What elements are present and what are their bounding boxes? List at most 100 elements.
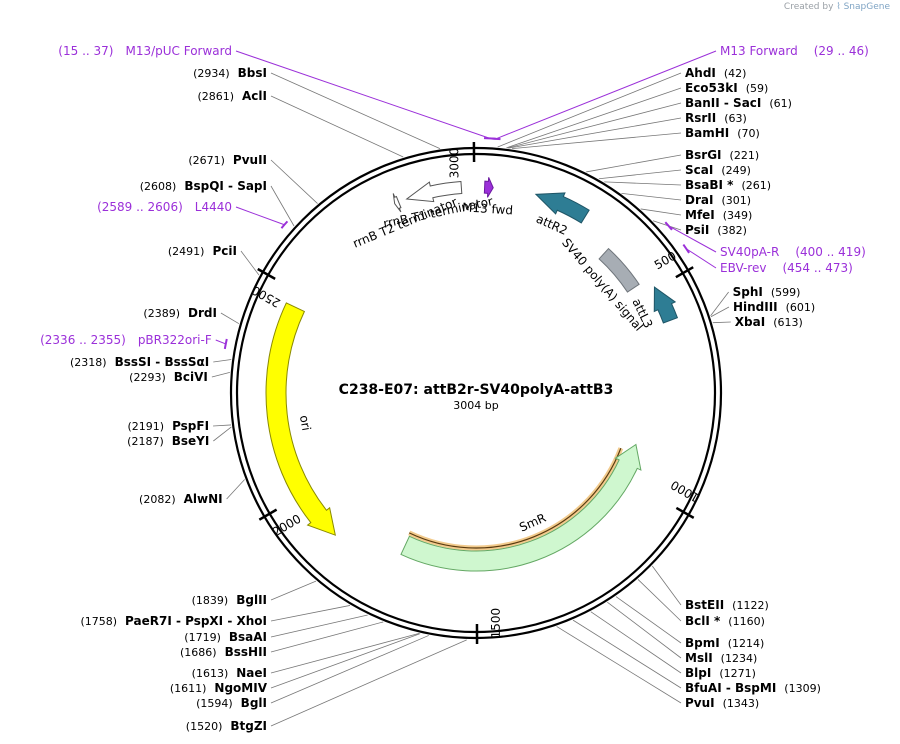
site-pspfi[interactable]: PspFI(2191)	[128, 419, 232, 433]
site-leader	[556, 626, 682, 704]
site-bamhi[interactable]: BamHI(70)	[511, 126, 760, 150]
feature-arrow	[400, 443, 642, 572]
snapgene-logo-icon: ⌇	[836, 2, 841, 12]
site-bsrgi[interactable]: BsrGI(221)	[586, 148, 759, 173]
site-name: BsaAI	[229, 630, 267, 644]
site-drai[interactable]: DraI(301)	[621, 192, 751, 207]
site-pcii[interactable]: PciI(2491)	[168, 244, 260, 276]
site-bfuai[interactable]: BfuAI - BspMI(1309)	[572, 619, 821, 695]
site-name: MfeI	[685, 208, 715, 222]
site-bseyi[interactable]: BseYI(2187)	[127, 426, 232, 448]
site-position: (613)	[773, 316, 803, 329]
site-ahdi[interactable]: AhdI(42)	[497, 66, 747, 148]
site-leader	[497, 72, 682, 148]
site-name: NaeI	[236, 666, 267, 680]
site-leader	[651, 565, 682, 606]
feature-label: attR2	[534, 212, 570, 238]
primer-name: pBR322ori-F	[138, 333, 212, 347]
site-alwni[interactable]: AlwNI(2082)	[139, 479, 245, 506]
site-leader	[270, 635, 429, 704]
site-name: NgoMIV	[214, 681, 267, 695]
feature-smr[interactable]: SmR	[400, 443, 642, 572]
site-bsshii[interactable]: BssHII(1686)	[180, 621, 384, 659]
site-bsssi[interactable]: BssSI - BssSαI(2318)	[70, 355, 232, 369]
site-bbsi[interactable]: BbsI(2934)	[193, 66, 441, 150]
primer-arc	[280, 220, 289, 229]
primer-range: (454 .. 473)	[782, 261, 852, 275]
site-hindiii[interactable]: HindIII(601)	[710, 300, 815, 318]
site-bsabi[interactable]: BsaBI *(261)	[604, 178, 771, 192]
site-leader	[572, 619, 682, 689]
site-position: (2187)	[127, 435, 164, 448]
site-banii[interactable]: BanII - SacI(61)	[507, 96, 792, 149]
site-blpi[interactable]: BlpI(1271)	[590, 611, 756, 680]
site-leader	[640, 208, 682, 216]
site-position: (301)	[721, 194, 751, 207]
site-bcli[interactable]: BclI *(1160)	[637, 579, 765, 628]
tick-label: 1000	[668, 478, 701, 505]
primer-ebv-rev[interactable]: EBV-rev(454 .. 473)	[682, 244, 853, 275]
site-btgzi[interactable]: BtgZI(1520)	[186, 639, 467, 733]
feature-ori[interactable]: ori	[265, 302, 336, 536]
primer-m13-forward[interactable]: M13 Forward(29 .. 46)	[491, 44, 869, 141]
site-leader	[270, 95, 404, 158]
site-position: (1719)	[184, 631, 221, 644]
feature-rrnb-t2-terminator[interactable]: rrnB T2 terminator	[351, 193, 459, 251]
site-bspqi[interactable]: BspQI - SapI(2608)	[140, 179, 295, 227]
primer-name: M13 Forward	[720, 44, 798, 58]
site-position: (1594)	[196, 697, 233, 710]
site-bcivi[interactable]: BciVI(2293)	[129, 370, 230, 384]
site-position: (382)	[717, 224, 747, 237]
site-pvui[interactable]: PvuI(1343)	[556, 626, 760, 710]
primer-sv40pa-r[interactable]: SV40pA-R(400 .. 419)	[664, 221, 866, 259]
site-pvuii[interactable]: PvuII(2671)	[188, 153, 318, 204]
site-ngomiv[interactable]: NgoMIV(1611)	[170, 633, 421, 695]
site-bglii[interactable]: BglII(1839)	[192, 580, 317, 607]
site-bsaai[interactable]: BsaAI (1719)	[184, 614, 368, 644]
site-position: (2293)	[129, 371, 166, 384]
site-sphi[interactable]: SphI(599)	[710, 285, 801, 317]
site-naei[interactable]: NaeI(1613)	[192, 632, 420, 680]
plasmid-name: C238-E07: attB2r-SV40polyA-attB3	[339, 382, 614, 398]
site-name: PvuI	[685, 696, 715, 710]
site-leader	[270, 614, 368, 638]
primer-pbr322ori-f[interactable]: pBR322ori-F (2336 .. 2355)	[40, 333, 228, 350]
site-bsteii[interactable]: BstEII (1122)	[651, 565, 769, 612]
site-bpmi[interactable]: BpmI(1214)	[615, 596, 764, 650]
feature-arrow	[534, 192, 590, 224]
site-bgli[interactable]: BglI (1594)	[196, 635, 429, 710]
site-position: (2389)	[143, 307, 180, 320]
site-leader	[590, 611, 682, 674]
site-eco53ki[interactable]: Eco53kI(59)	[506, 81, 768, 149]
site-position: (63)	[724, 112, 747, 125]
primer-range: (2336 .. 2355)	[40, 333, 126, 347]
feature-attr2[interactable]: attR2	[534, 192, 590, 238]
site-leader	[598, 169, 682, 180]
site-name: BstEII	[685, 598, 724, 612]
site-drdi[interactable]: DrdI(2389)	[143, 306, 240, 325]
site-rsrii[interactable]: RsrII (63)	[508, 111, 747, 149]
site-position: (2318)	[70, 356, 107, 369]
site-position: (1122)	[732, 599, 769, 612]
site-leader	[508, 117, 682, 149]
site-paer7i[interactable]: PaeR7I - PspXI - XhoI(1758)	[80, 605, 351, 628]
restriction-sites: AhdI(42)Eco53kI(59)BanII - SacI(61)RsrII…	[70, 66, 821, 733]
site-acli[interactable]: AclI(2861)	[197, 89, 404, 158]
site-xbai[interactable]: XbaI (613)	[712, 315, 803, 329]
site-scai[interactable]: ScaI(249)	[598, 163, 751, 180]
primer-l4440[interactable]: L4440(2589 .. 2606)	[97, 200, 289, 229]
site-mfei[interactable]: MfeI(349)	[640, 208, 753, 222]
site-msli[interactable]: MslI(1234)	[607, 601, 757, 665]
site-position: (42)	[724, 67, 747, 80]
site-position: (70)	[737, 127, 760, 140]
site-name: XbaI	[735, 315, 765, 329]
primer-leader	[235, 50, 491, 139]
site-leader	[604, 181, 682, 186]
site-name: BglI	[241, 696, 267, 710]
feature-m13-fwd[interactable]: M13 fwd	[462, 177, 514, 217]
site-position: (1309)	[784, 682, 821, 695]
primer-m13-puc-forward[interactable]: M13/pUC Forward(15 .. 37)	[58, 44, 496, 140]
site-name: RsrII	[685, 111, 716, 125]
feature-sv40-poly-a-signal[interactable]: SV40 poly(A) signal	[559, 236, 646, 334]
